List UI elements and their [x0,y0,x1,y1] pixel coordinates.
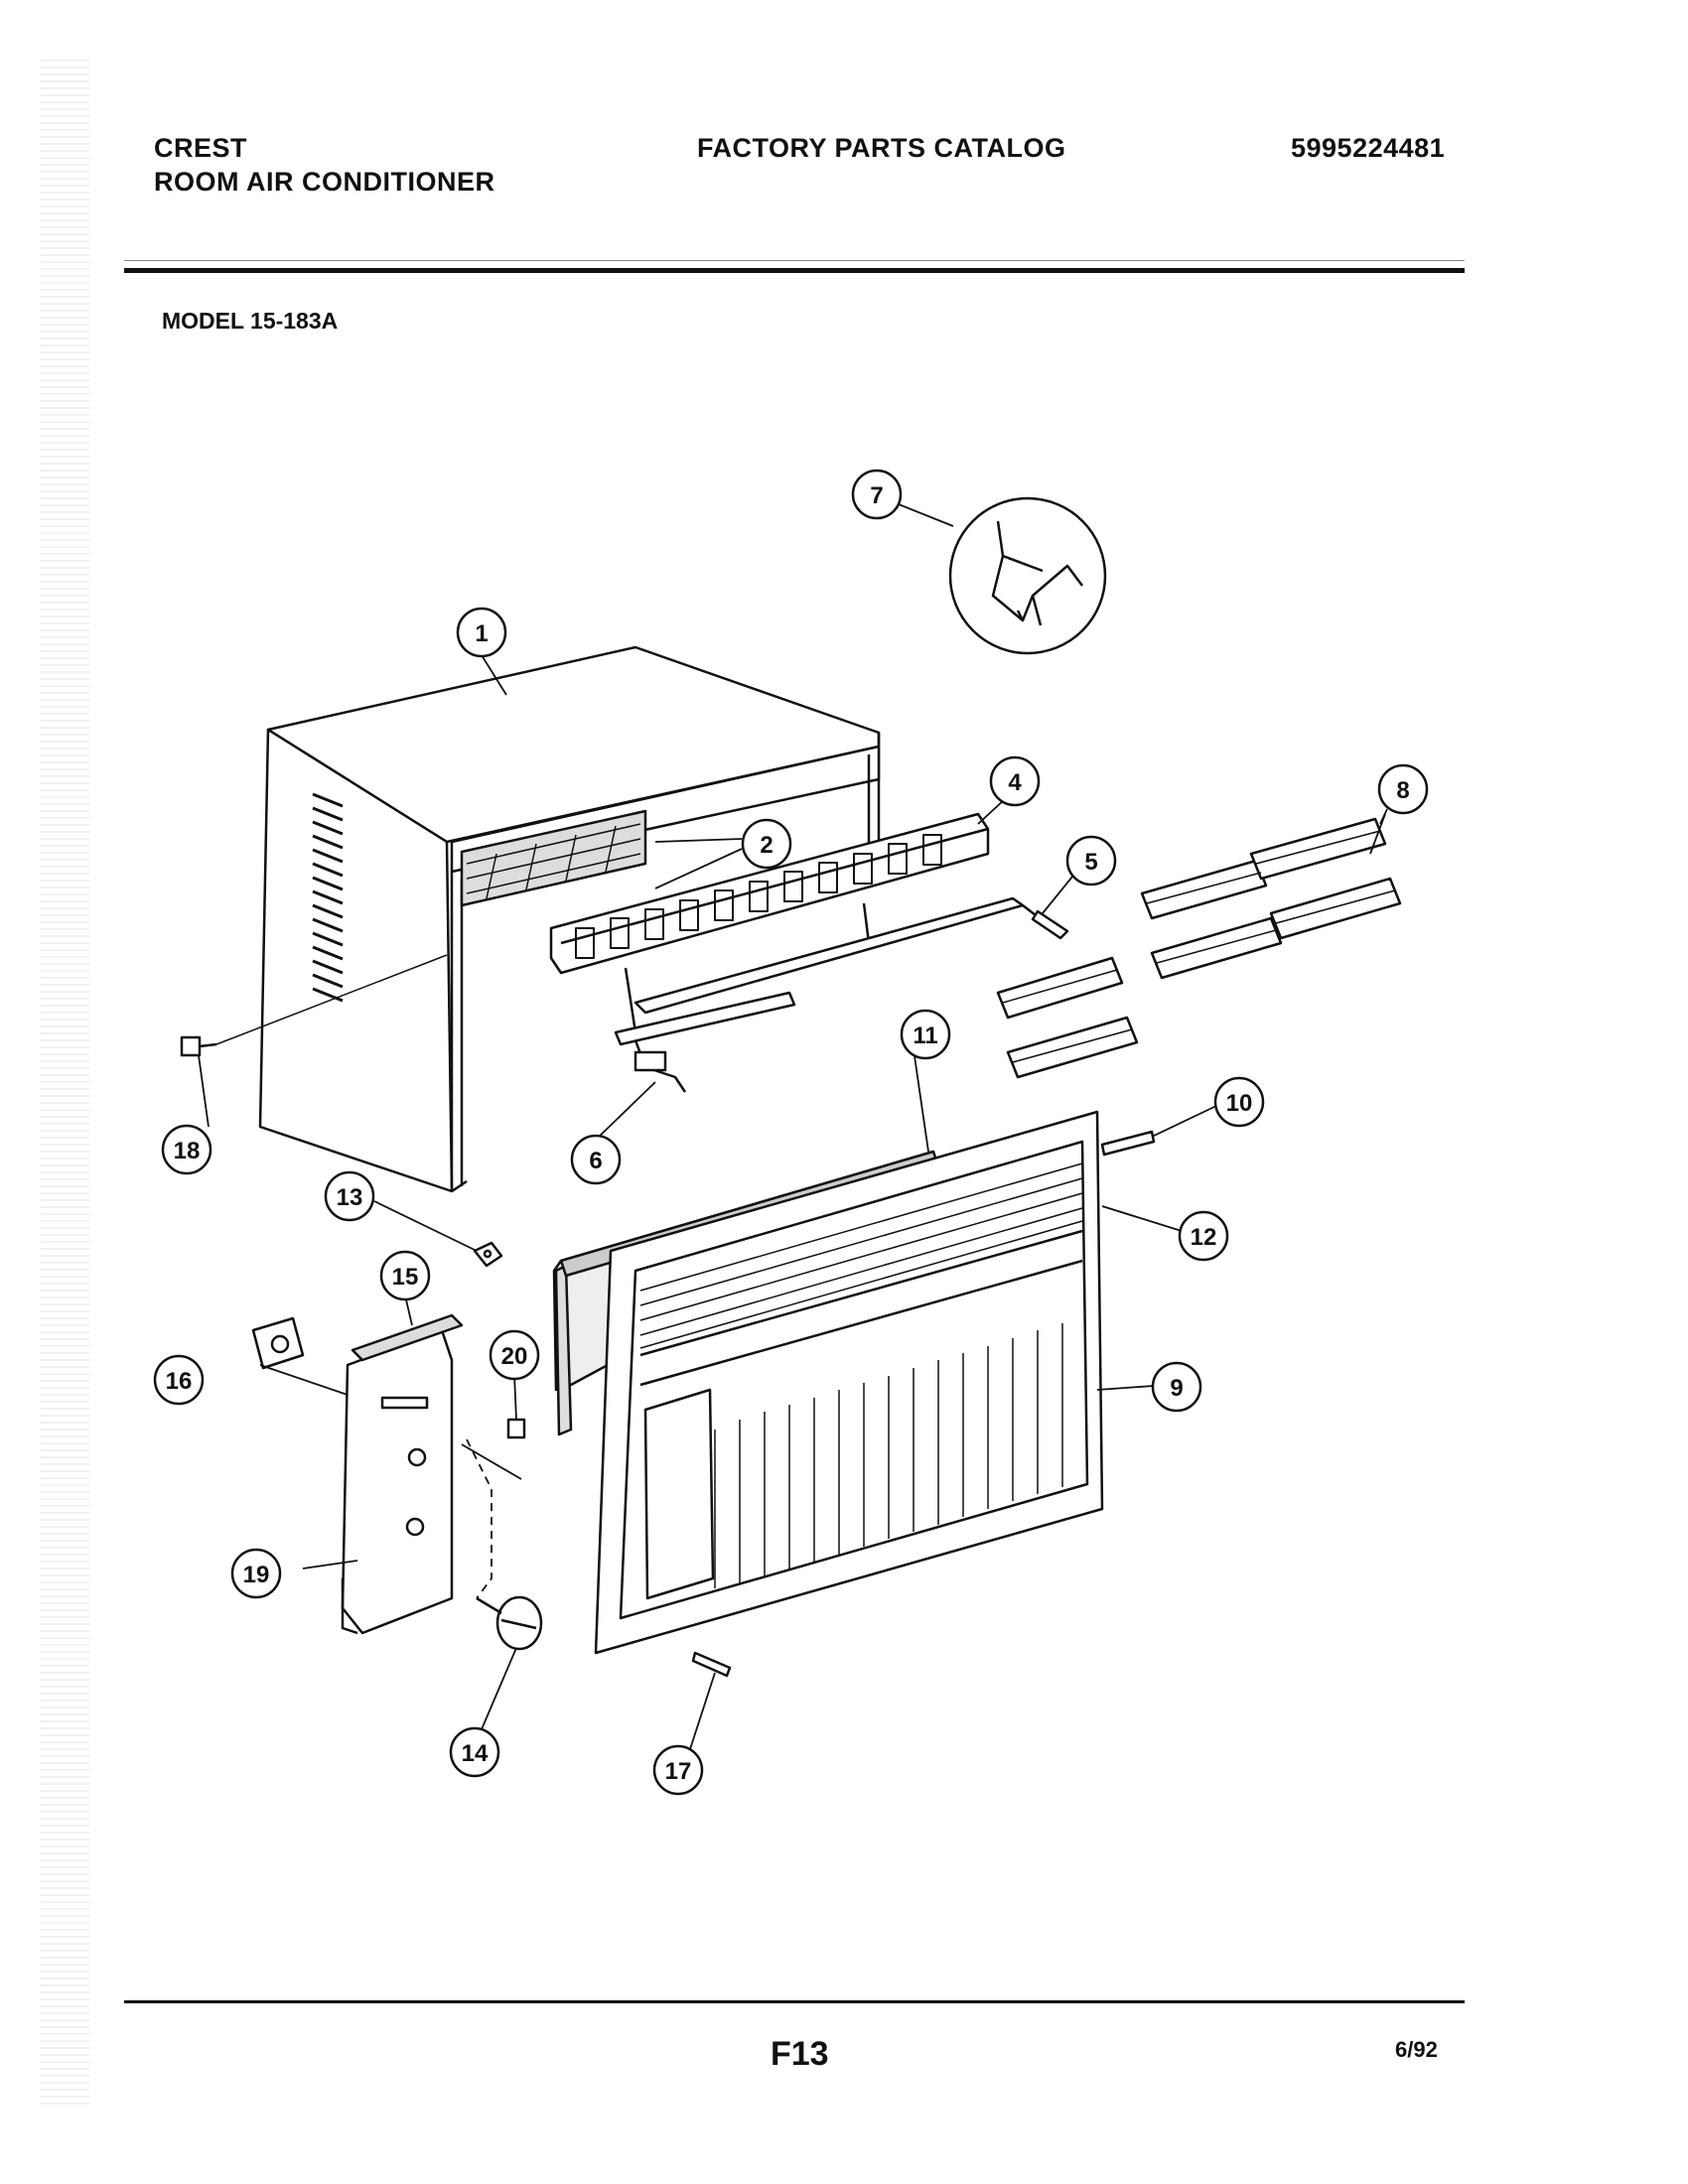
front-grille-part [594,1110,1104,1655]
cabinet-shell-part [258,645,881,1193]
catalog-title: FACTORY PARTS CATALOG [697,133,1066,163]
callout-9: 9 [1170,1375,1183,1402]
lower-bracket-part [614,991,796,1093]
control-panel-part [341,1313,464,1635]
callout-12: 12 [1191,1224,1217,1251]
callout-circle-20 [489,1329,540,1381]
rotary-switch-part [251,1316,305,1370]
header-rule [124,268,1465,273]
callout-5: 5 [1084,849,1097,876]
callout-10: 10 [1226,1090,1253,1117]
louver-blades-part [996,817,1402,1079]
callout-circle-10 [1213,1076,1265,1128]
callout-14: 14 [462,1740,489,1767]
mesh-screen-part [460,809,647,907]
support-bracket-part [633,896,1069,1015]
callout-2: 2 [760,832,773,859]
callout-circle-11 [900,1009,951,1060]
callout-circle-7 [851,469,903,520]
callout-circle-13 [324,1170,375,1222]
callout-circle-12 [1178,1210,1229,1262]
callout-circle-1 [456,607,507,658]
callout-20: 20 [501,1343,528,1370]
callout-6: 6 [589,1148,602,1174]
louver-rail-part [549,812,990,1033]
callout-circle-2 [741,818,792,870]
callout-circle-15 [379,1250,431,1301]
callout-16: 16 [166,1368,193,1395]
callout-15: 15 [392,1264,419,1291]
nut-part [473,1241,503,1268]
header-rule-thin [124,260,1465,261]
small-knob-part [506,1418,526,1439]
leader-lines [198,503,1388,1750]
callout-19: 19 [243,1562,270,1588]
pin-part [691,1651,732,1678]
callout-circle-8 [1377,763,1429,815]
brand-name: CREST [154,133,248,163]
callout-circle-19 [230,1548,282,1599]
callout-circle-9 [1151,1361,1202,1413]
callout-17: 17 [665,1758,692,1785]
catalog-number: 5995224481 [1291,133,1446,163]
revision-date: 6/92 [1395,2037,1438,2062]
footer-rule [124,2000,1465,2003]
callout-circle-4 [989,755,1041,807]
callout-circle-5 [1065,835,1117,887]
control-knob-part [476,1595,543,1651]
callout-circle-6 [570,1134,622,1185]
screw-part [180,954,448,1057]
callout-13: 13 [337,1184,363,1211]
page-number: F13 [771,2035,829,2073]
callout-circle-14 [449,1726,500,1778]
scan-noise-left-edge [40,60,89,2105]
callout-1: 1 [475,620,488,647]
product-name: ROOM AIR CONDITIONER [154,167,495,197]
callout-circles [153,469,1429,1796]
callout-11: 11 [913,1023,937,1049]
grille-clip-part [1100,1130,1156,1157]
callout-18: 18 [174,1138,201,1164]
callout-circle-17 [652,1744,704,1796]
callout-7: 7 [870,482,883,509]
clip-detail-circle [948,496,1107,655]
callout-circle-18 [161,1124,212,1175]
model-number: MODEL 15-183A [162,308,339,334]
callout-circle-16 [153,1354,205,1406]
callout-8: 8 [1396,777,1409,804]
callout-4: 4 [1008,769,1022,796]
